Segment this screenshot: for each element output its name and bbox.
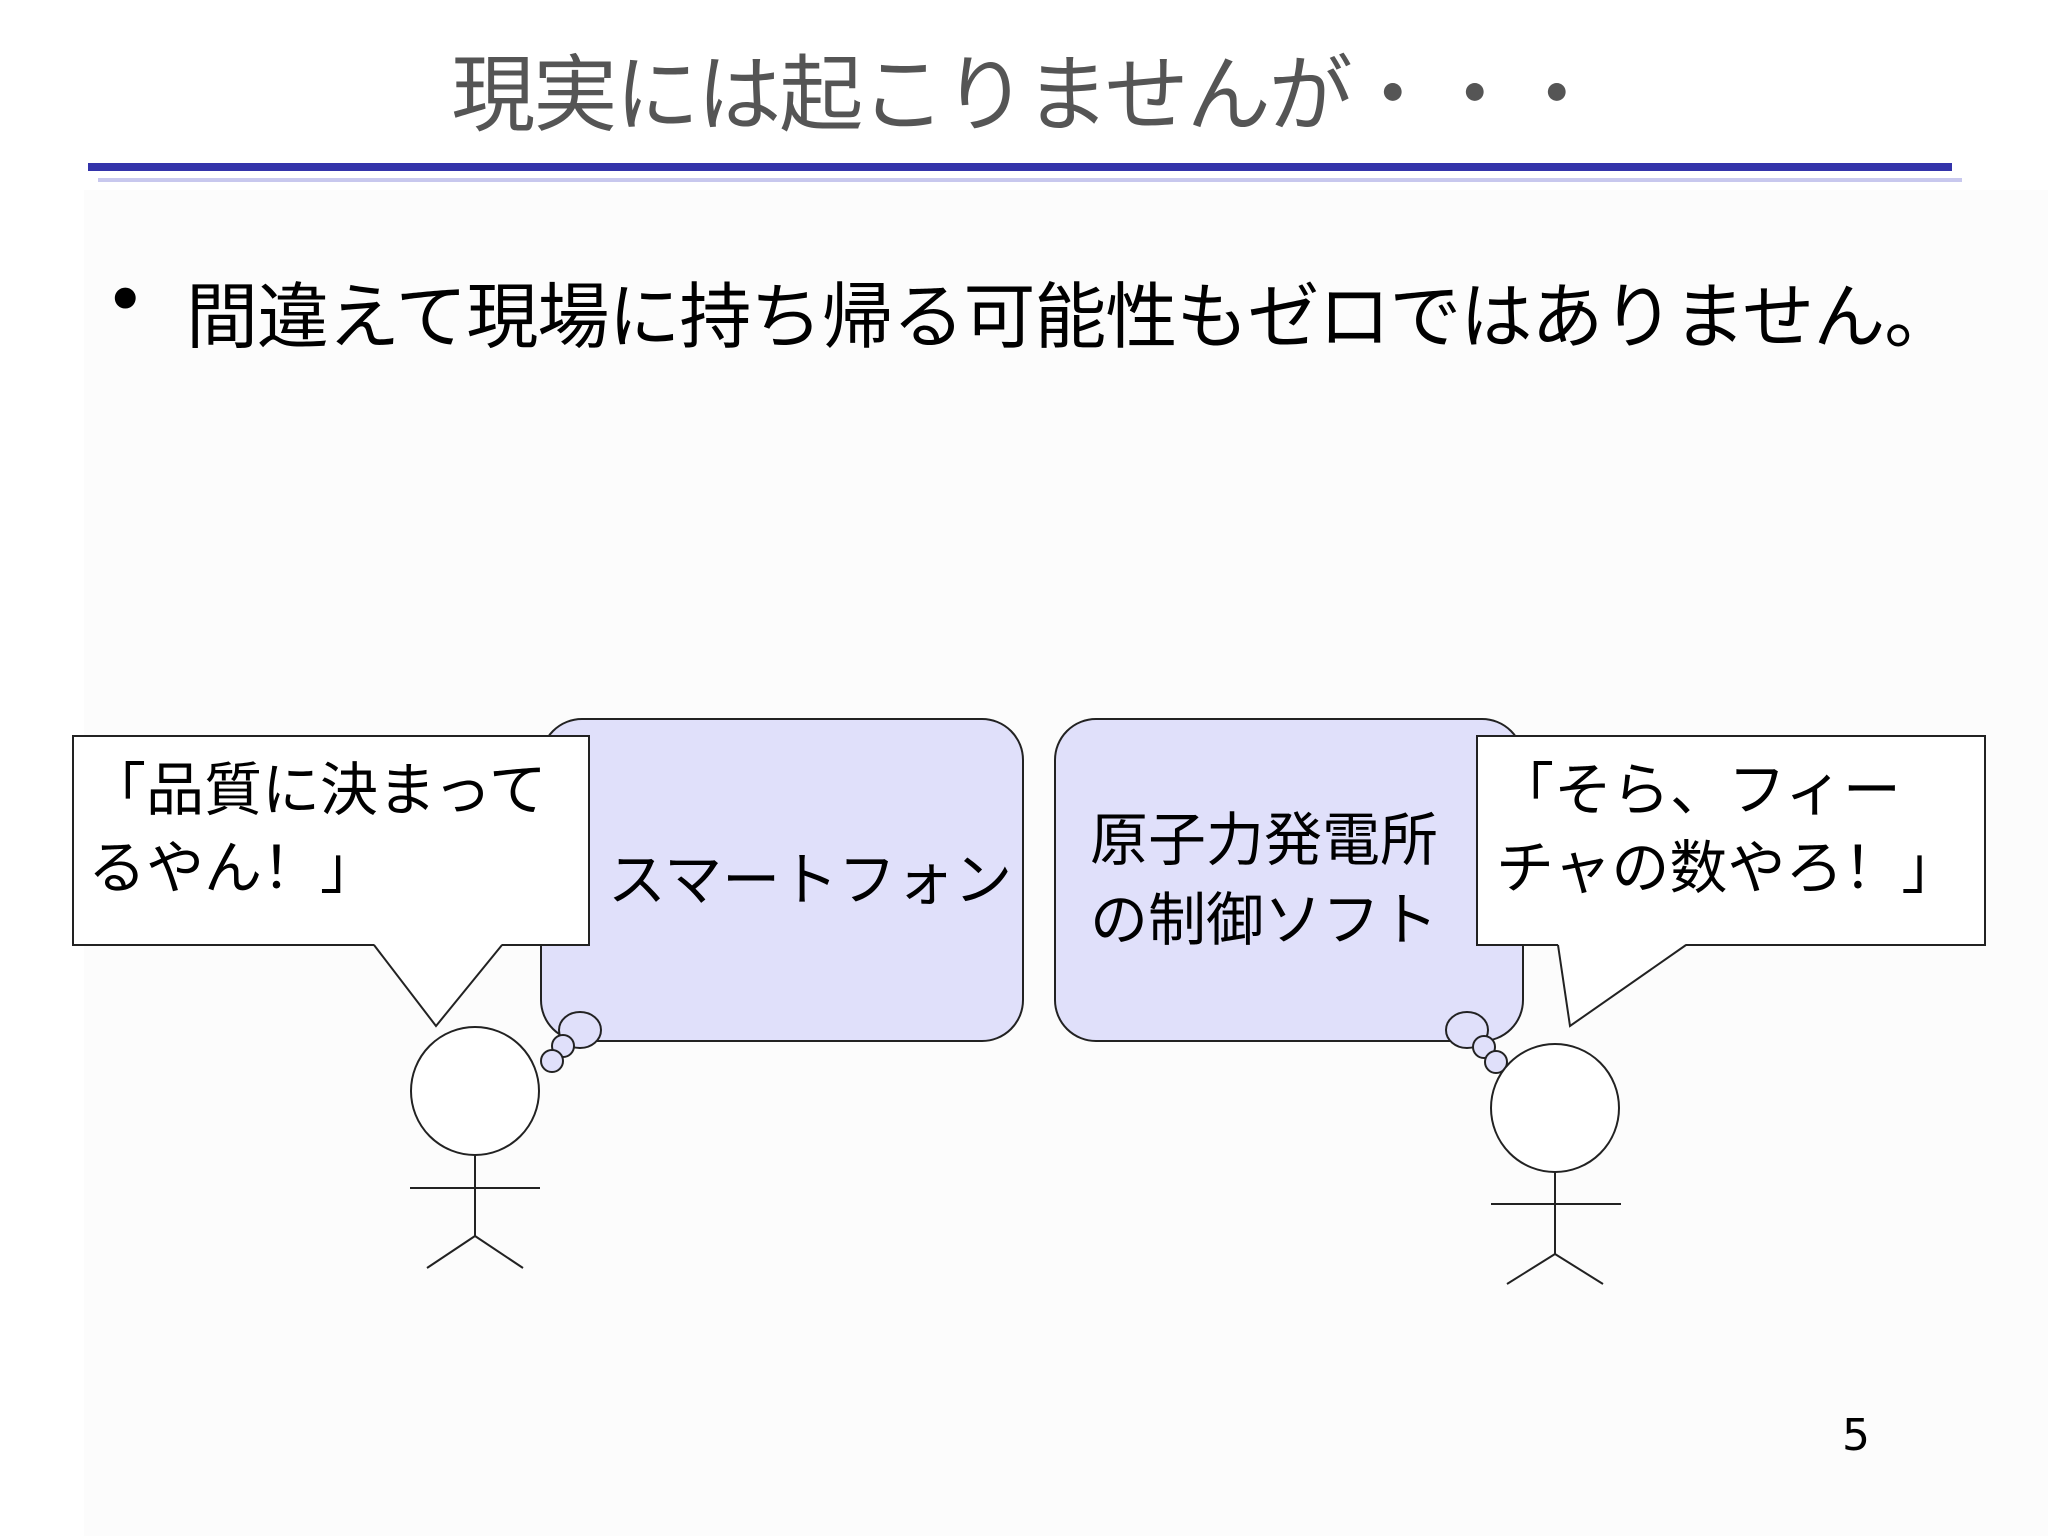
speech-callout-right-line1: 「そら、フィー: [1496, 756, 1901, 824]
title-underline: [88, 163, 1952, 171]
thought-bubble-left-text: スマートフォン: [607, 846, 1013, 914]
thought-bubble-right-text: 原子力発電所 の制御ソフト: [1084, 800, 1444, 960]
thought-bubble-left: スマートフォン: [540, 718, 1024, 1042]
thought-bubble-right-line2: の制御ソフト: [1089, 886, 1438, 954]
bullet-text: 間違えて現場に持ち帰る可能性もゼロではありません。: [186, 275, 1956, 359]
thought-bubble-right-line1: 原子力発電所: [1089, 806, 1438, 874]
stick-figure-right: [1490, 1043, 1621, 1285]
stick-figure-left: [410, 1026, 540, 1269]
thought-bubble-right: 原子力発電所 の制御ソフト: [1054, 718, 1524, 1042]
speech-tail-right-fill: [1558, 944, 1686, 1026]
thought-trail-circle-right-3: [1484, 1050, 1508, 1074]
title-underline-shadow: [98, 178, 1962, 182]
speech-tail-left: [373, 944, 503, 1028]
speech-tail-left-fill: [374, 944, 502, 1026]
speech-callout-left: 「品質に決まって るやん！」: [72, 735, 590, 946]
speech-callout-right: 「そら、フィー チャの数やろ！」: [1476, 735, 1986, 946]
slide-title: 現実には起こりませんが・・・: [451, 46, 1598, 144]
speech-tail-right: [1557, 944, 1687, 1028]
speech-callout-right-line2: チャの数やろ！」: [1496, 834, 1960, 902]
speech-callout-left-line2: るやん！」: [88, 834, 379, 902]
speech-callout-left-line1: 「品質に決まって: [88, 756, 547, 824]
bullet-dot-icon: •: [104, 258, 147, 342]
thought-trail-circle-left-3: [540, 1049, 564, 1073]
page-number: 5: [1842, 1410, 1870, 1461]
